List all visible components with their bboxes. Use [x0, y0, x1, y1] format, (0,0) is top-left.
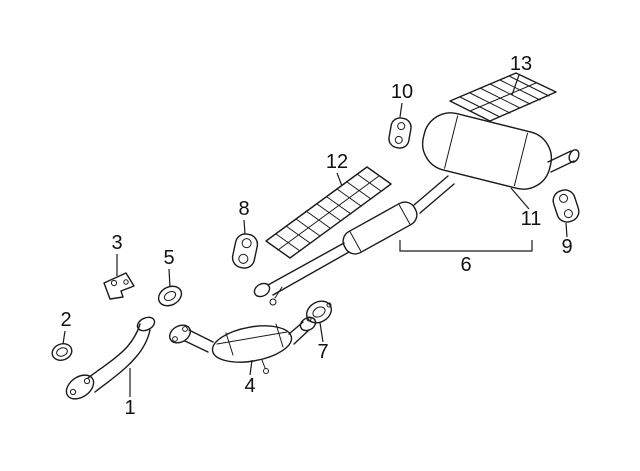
leader-line-12	[336, 172, 343, 187]
leader-line-10	[399, 102, 403, 118]
callout-2: 2	[60, 309, 72, 331]
leader-line-5	[168, 268, 171, 288]
leader-lines	[62, 74, 568, 397]
callout-9: 9	[561, 236, 573, 258]
part-rear-heat-shield	[449, 72, 557, 122]
callout-10: 10	[390, 81, 414, 103]
part-rubber-hanger-upper	[388, 117, 412, 149]
leader-line-6-bracket	[399, 240, 533, 252]
part-mounting-bracket	[103, 272, 135, 300]
callout-11: 11	[520, 208, 542, 230]
part-muffler	[421, 112, 580, 190]
part-rubber-hanger-front	[231, 233, 259, 269]
callout-5: 5	[163, 247, 175, 269]
callout-13: 13	[509, 53, 533, 75]
callout-8: 8	[238, 198, 250, 220]
part-center-heat-shield	[265, 166, 392, 259]
leader-line-11	[510, 187, 530, 210]
callout-1: 1	[124, 397, 136, 419]
leader-line-9	[565, 222, 568, 238]
callout-3: 3	[111, 232, 123, 254]
part-front-exhaust-pipe	[65, 316, 156, 400]
leader-line-2	[62, 330, 66, 345]
part-flange-gasket-front	[157, 285, 183, 307]
callout-7: 7	[317, 341, 329, 363]
leader-line-13	[511, 74, 520, 96]
leader-line-4	[249, 359, 253, 376]
part-flange-gasket-center	[305, 300, 333, 324]
part-center-exhaust-pipe	[253, 175, 455, 306]
leader-line-7	[319, 322, 324, 343]
part-catalytic-converter-pipe	[168, 316, 317, 374]
callout-12: 12	[325, 151, 349, 173]
part-seal-ring	[51, 343, 73, 361]
callout-6: 6	[460, 254, 472, 276]
leader-line-8	[243, 219, 246, 235]
callout-4: 4	[244, 375, 256, 397]
part-rubber-hanger-rear	[552, 189, 580, 223]
